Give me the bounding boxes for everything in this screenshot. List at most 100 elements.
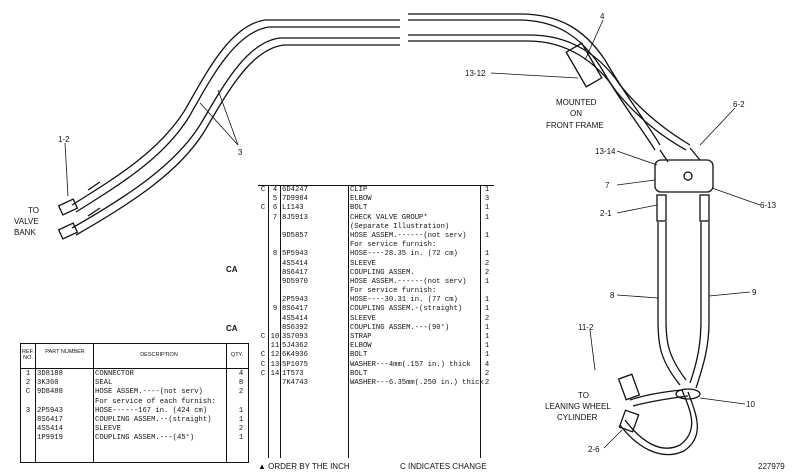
row-description: COUPLING ASSEM.-(straight) [350,305,463,314]
hose-right-inner-2 [408,40,687,151]
order-by-inch-note: ▲ ORDER BY THE INCH [258,462,350,471]
hose-9-b [695,222,710,389]
header-ref: REF. NO. [22,349,34,361]
row-part-number: 9D5857 [282,231,308,240]
callout-6-13: 6-13 [760,201,777,210]
callout-13-14: 13-14 [595,147,616,156]
row-part-number: 9D5970 [282,277,308,286]
callout-9: 9 [752,288,757,297]
row-description: For service furnish: [350,287,437,296]
row-qty: 2 [238,388,244,397]
row-qty: 2 [484,259,490,268]
row-description: COUPLING ASSEM.---(45°) [95,434,195,443]
row-ref: 7 [272,213,278,222]
row-description: SLEEVE [350,314,376,323]
callout-11-2: 11-2 [578,323,594,332]
row-part-number: 8S6417 [37,415,63,424]
row-part-number: 6K4936 [282,351,308,360]
row-flag: C [260,369,266,378]
row-description: BOLT [350,351,368,360]
callout-7: 7 [605,181,610,190]
table-row: 9D5970 HOSE ASSEM.------(not serv) 1 [258,278,494,287]
callout-2-1: 2-1 [600,209,612,218]
row-ref: 14 [270,369,280,378]
hose-9 [689,222,702,384]
row-qty: 1 [484,213,490,222]
row-description: (Separate Illustration) [350,222,450,231]
row-description: ELBOW [350,342,372,351]
callout-10: 10 [746,400,755,409]
row-part-number: 2P5943 [37,406,63,415]
row-part-number: 6D4247 [282,186,308,194]
row-qty: 1 [484,333,490,341]
row-description: HOSE----28.35 in. (72 cm) [350,250,458,259]
row-qty: 1 [238,434,244,443]
row-ref: 10 [270,333,280,341]
row-description: HOSE ASSEM.------(not serv) [350,231,467,240]
row-qty: 1 [238,415,244,424]
hose-clamp [565,42,603,88]
row-description: For service furnish: [350,241,437,250]
row-flag: C [260,204,266,213]
row-ref: 4 [272,186,278,194]
row-part-number: 4S5414 [37,425,63,434]
table-row: For service furnish: [258,241,494,250]
label-to: TO [28,206,39,215]
row-qty: 8 [238,379,244,388]
hose-8 [657,222,681,386]
row-part-number: 8S6417 [282,268,308,277]
row-part-number: 8S6392 [282,323,308,332]
row-qty: 4 [484,360,490,369]
header-part: PART NUMBER [45,349,85,355]
row-description: WASHER---6.35mm(.250 in.) thick [350,378,484,387]
table-row: For service furnish: [258,287,494,296]
label-to-cyl: TO [578,391,589,400]
row-description: CHECK VALVE GROUP* [350,213,428,222]
row-description: HOSE ASSEM.------(not serv) [350,277,467,286]
row-part-number: 5P1075 [282,360,308,369]
row-description: SLEEVE [95,425,121,434]
row-ref: 5 [272,195,278,204]
row-description: COUPLING ASSEM.---(90°) [350,323,450,332]
row-ref: 12 [270,351,280,360]
hose-left-outer-2 [75,26,400,213]
row-part-number: 4S5414 [282,314,308,323]
hose-right-outer [408,13,661,146]
hose-8-b [665,222,687,381]
row-description: For service of each furnish: [95,397,216,406]
row-description: ELBOW [350,195,372,204]
label-valve: VALVE [14,217,39,226]
row-qty: 2 [484,268,490,277]
row-part-number: 3K360 [37,379,59,388]
row-qty: 1 [238,406,244,415]
row-flag: 1 [25,370,31,378]
callout-8: 8 [610,291,615,300]
callout-13-12: 13-12 [465,69,486,78]
row-flag: C [260,351,266,360]
row-description: CONNECTOR [95,370,134,378]
row-qty: 3 [484,195,490,204]
row-description: STRAP [350,333,372,341]
row-qty: 1 [484,277,490,286]
row-qty: 1 [484,342,490,351]
row-flag: C [25,388,31,397]
row-part-number: 8S6417 [282,305,308,314]
row-qty: 2 [484,369,490,378]
